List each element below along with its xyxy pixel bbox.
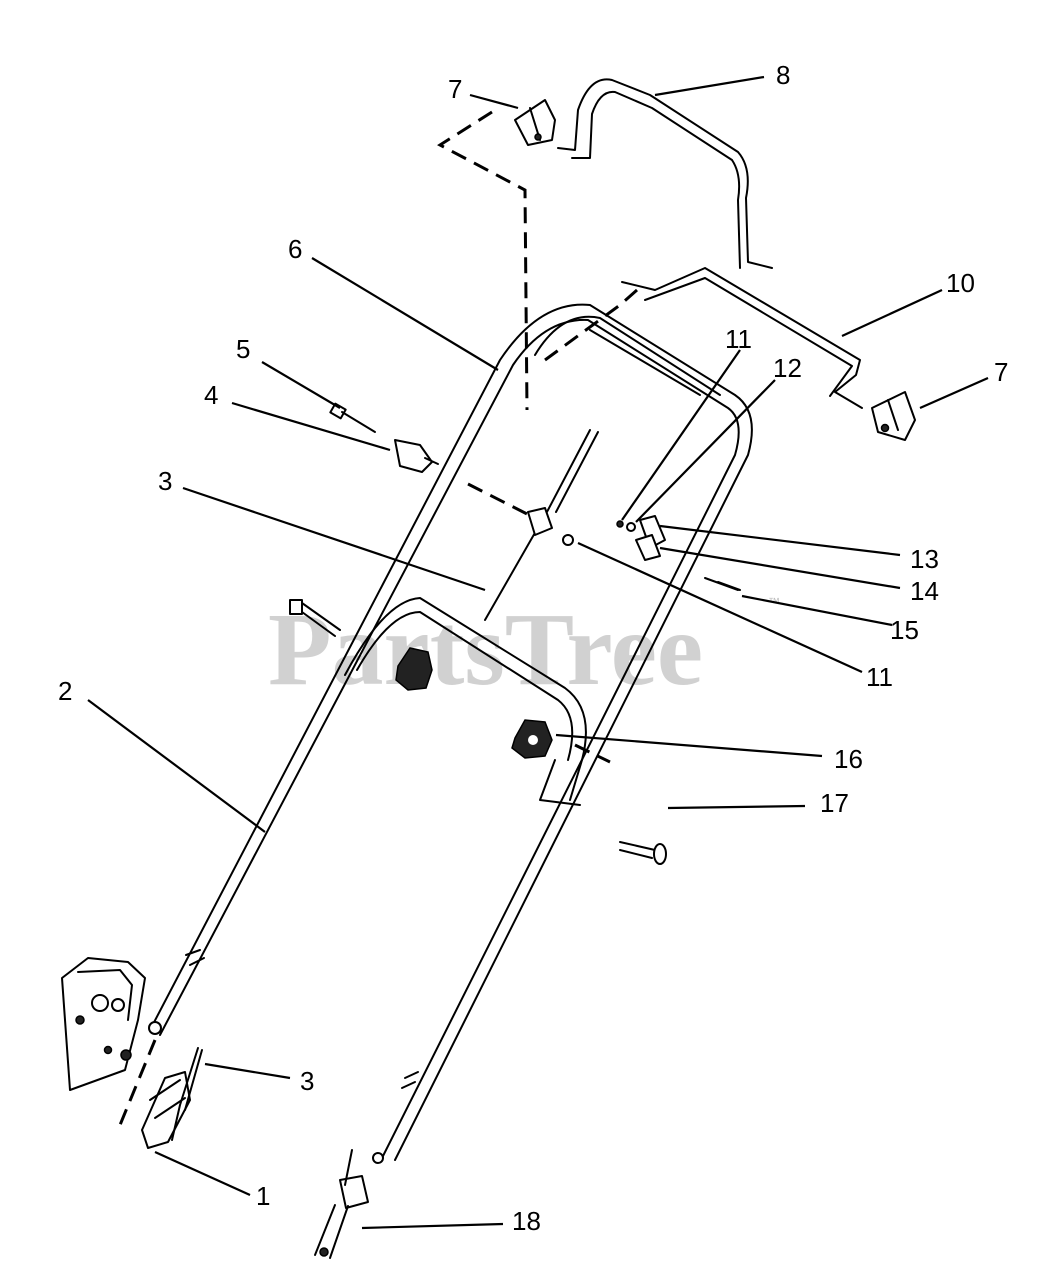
callout-7-right: 7	[994, 357, 1008, 387]
leader-8	[654, 75, 765, 97]
callout-labels: 8 7 6 5 4 3 2 10 7 11 12 13 14 15 11 16 …	[58, 60, 1008, 1236]
part-18-fitting	[314, 1149, 384, 1259]
callout-11-lower: 11	[866, 662, 893, 692]
watermark: PartsTree ™	[268, 592, 780, 707]
leader-12	[635, 379, 776, 523]
left-bolt	[289, 599, 341, 637]
leader-3a	[182, 486, 486, 592]
callout-14: 14	[910, 576, 939, 606]
leader-2	[87, 699, 266, 833]
leader-13	[659, 524, 901, 557]
leader-16	[555, 733, 823, 758]
callout-1: 1	[256, 1181, 270, 1211]
callout-18: 18	[512, 1206, 541, 1236]
leader-1	[154, 1150, 251, 1197]
leader-7a	[469, 93, 519, 110]
deck-bracket	[61, 957, 162, 1091]
leader-4	[231, 401, 391, 452]
part-3-cable-upper	[484, 429, 599, 621]
part-5-bolt	[329, 402, 376, 433]
leader-7b	[919, 376, 989, 410]
leader-3b	[204, 1062, 291, 1080]
callout-7-top: 7	[448, 74, 462, 104]
part-7-bracket-right	[871, 391, 916, 441]
callout-3-upper: 3	[158, 466, 172, 496]
leader-6	[311, 257, 499, 371]
callout-2: 2	[58, 676, 72, 706]
callout-8: 8	[776, 60, 790, 90]
part-10-bail	[621, 267, 863, 409]
leader-11a	[621, 349, 741, 521]
leader-5	[261, 361, 341, 409]
leader-17	[667, 804, 806, 810]
leader-lines	[87, 75, 989, 1230]
callout-12: 12	[773, 353, 802, 383]
part-17-bolt	[619, 841, 667, 865]
callout-16: 16	[834, 744, 863, 774]
part-4-adjuster	[394, 439, 439, 473]
assembly-lines	[118, 110, 638, 1126]
callout-13: 13	[910, 544, 939, 574]
callout-6: 6	[288, 234, 302, 264]
leader-10	[841, 289, 943, 337]
cable-clamp	[527, 507, 574, 546]
leader-18	[361, 1222, 504, 1230]
callout-11-upper: 11	[725, 324, 752, 354]
callout-17: 17	[820, 788, 849, 818]
callout-4: 4	[204, 380, 218, 410]
knob-left	[395, 647, 433, 691]
callout-10: 10	[946, 268, 975, 298]
part-8-bail	[557, 78, 773, 269]
part-15-bolt	[717, 581, 741, 591]
part-16-knob	[511, 719, 553, 759]
part-1-clip	[141, 1071, 191, 1149]
part-7-bracket-top	[514, 99, 556, 146]
leader-14	[659, 546, 901, 590]
leader-11b	[577, 541, 863, 674]
callout-5: 5	[236, 334, 250, 364]
callout-3-lower: 3	[300, 1066, 314, 1096]
part-2-handle	[149, 303, 753, 1161]
callout-15: 15	[890, 615, 919, 645]
leader-15	[741, 594, 893, 627]
part-3-cable-lower	[171, 1047, 203, 1141]
